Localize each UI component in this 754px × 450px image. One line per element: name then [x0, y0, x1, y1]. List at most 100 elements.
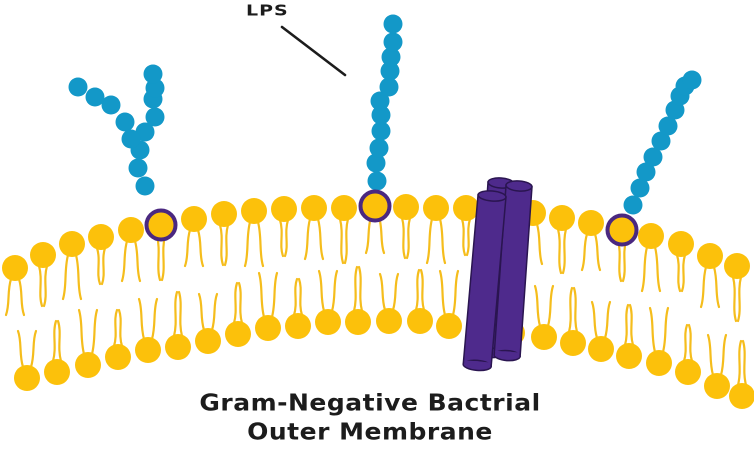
- phospholipid-head-icon: [531, 324, 557, 350]
- lipid-tail: [155, 234, 162, 282]
- phospholipid-head-icon: [165, 334, 191, 360]
- phospholipid-head-icon: [195, 328, 221, 354]
- sugar-bead-icon: [643, 147, 663, 167]
- lipid-tail: [137, 297, 146, 341]
- sugar-bead-icon: [651, 131, 671, 151]
- phospholipid-head-icon: [181, 206, 207, 232]
- lipid-tail: [95, 246, 102, 286]
- phospholipid-head-icon: [88, 224, 114, 250]
- lipid-tail: [196, 228, 205, 268]
- sugar-bead-icon: [68, 77, 88, 97]
- lipid-tail: [533, 284, 542, 328]
- lipid-tail: [438, 269, 447, 317]
- sugar-bead-icon: [380, 61, 400, 81]
- lipid-tail: [56, 319, 63, 363]
- phospholipid-head-icon: [241, 198, 267, 224]
- lipid-tail: [172, 290, 179, 338]
- lipid-tail: [77, 308, 86, 356]
- protein-helix: [462, 190, 507, 372]
- lipid-tail: [100, 246, 107, 286]
- phospholipid-head-icon: [135, 337, 161, 363]
- lipid-tail: [4, 277, 13, 317]
- lipid-tail: [736, 275, 743, 323]
- lipid-tail: [51, 319, 58, 363]
- lipid-tail: [232, 281, 239, 325]
- phospholipid-head-icon: [549, 205, 575, 231]
- phospholipid-head-icon: [668, 231, 694, 257]
- lipid-tail: [640, 245, 649, 293]
- lps-anchor-ring-icon: [144, 208, 178, 242]
- lipid-tail: [621, 239, 628, 283]
- phospholipid-head-icon: [345, 309, 371, 335]
- sugar-bead-icon: [121, 129, 141, 149]
- lipid-tail: [699, 265, 708, 309]
- lipid-tail: [377, 215, 386, 255]
- lipid-tail: [465, 217, 472, 257]
- lipid-tail: [90, 308, 99, 356]
- sugar-bead-icon: [371, 105, 391, 125]
- phospholipid-head-icon: [616, 343, 642, 369]
- lipid-tail: [590, 300, 599, 340]
- sugar-bead-icon: [682, 70, 702, 90]
- lps-anchor-rings: [144, 189, 639, 247]
- lipid-tail: [218, 223, 225, 267]
- phospholipid-head-icon: [75, 352, 101, 378]
- phospholipid-head-icon: [724, 253, 750, 279]
- lipid-tail: [438, 217, 447, 265]
- lipid-tail: [731, 275, 738, 323]
- lipid-tail: [580, 232, 589, 272]
- lipid-tail: [352, 265, 359, 313]
- caption-line-1: Gram-Negative Bactrial: [199, 389, 541, 416]
- phospholipid-head-icon: [638, 223, 664, 249]
- lipid-tail: [623, 303, 630, 347]
- lps-left-branched: [68, 64, 165, 196]
- sugar-bead-icon: [366, 153, 386, 173]
- lipid-tail: [133, 239, 142, 283]
- lipid-tail: [16, 329, 25, 369]
- phospholipid-head-icon: [376, 308, 402, 334]
- lipid-tail: [160, 234, 167, 282]
- lipid-tail: [257, 271, 266, 319]
- lower-leaflet-tails: [16, 265, 748, 387]
- lipid-tail: [405, 216, 412, 260]
- lipid-tail: [661, 306, 670, 354]
- lipid-tail: [117, 308, 124, 348]
- phospholipid-head-icon: [436, 313, 462, 339]
- lipid-tail: [278, 218, 285, 258]
- lipid-tail: [364, 215, 373, 255]
- sugar-bead-icon: [369, 138, 389, 158]
- phospholipid-head-icon: [704, 373, 730, 399]
- phospholipid-head-icon: [453, 195, 479, 221]
- lipid-tail: [317, 269, 326, 313]
- sugar-bead-icon: [145, 78, 165, 98]
- lipid-tail: [112, 308, 119, 348]
- phospholipid-head-icon: [211, 201, 237, 227]
- lipid-tail: [687, 323, 694, 363]
- lipid-tail: [616, 239, 623, 283]
- phospholipid-head-icon: [2, 255, 28, 281]
- lps-anchor-ring-icon: [358, 189, 392, 223]
- lipid-tail: [460, 217, 467, 257]
- lipid-tail: [330, 269, 339, 313]
- phospholipid-head-icon: [301, 195, 327, 221]
- lipid-tail: [653, 245, 662, 293]
- sugar-bead-icon: [135, 122, 155, 142]
- sugar-bead-icon: [370, 91, 390, 111]
- lipid-tail: [628, 303, 635, 347]
- phospholipid-head-icon: [578, 210, 604, 236]
- sugar-bead-icon: [379, 77, 399, 97]
- lipid-tail: [237, 281, 244, 325]
- lipid-tail: [61, 253, 70, 301]
- sugar-bead-icon: [381, 47, 401, 67]
- lipid-tail: [316, 217, 325, 261]
- phospholipid-head-icon: [44, 359, 70, 385]
- phospholipid-head-icon: [423, 195, 449, 221]
- lipid-tail: [243, 220, 252, 268]
- lipid-tail: [357, 265, 364, 313]
- lipid-tail: [719, 333, 728, 377]
- sugar-bead-icon: [658, 116, 678, 136]
- sugar-bead-icon: [115, 112, 135, 132]
- lipid-tail: [400, 216, 407, 260]
- phospholipid-head-icon: [646, 350, 672, 376]
